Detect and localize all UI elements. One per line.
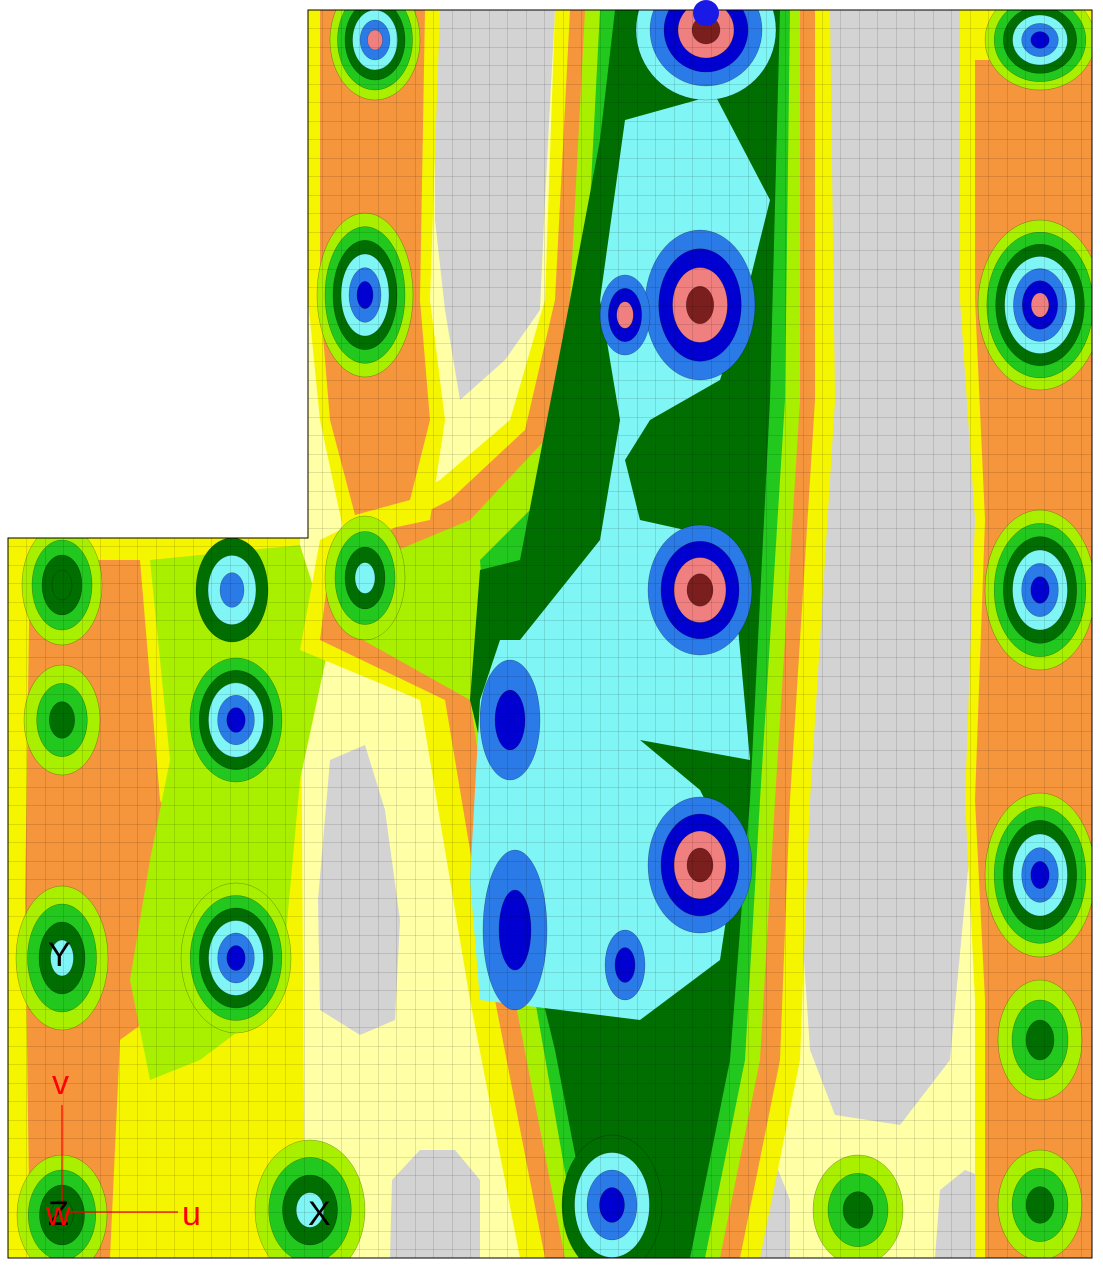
global-x-axis-label: X xyxy=(308,1195,331,1233)
local-u-axis-label: u xyxy=(182,1195,201,1233)
global-z-axis-label: Z xyxy=(48,1195,69,1233)
support-marker xyxy=(693,0,719,26)
global-y-axis-label: Y xyxy=(48,936,71,974)
plate-outline xyxy=(7,9,1093,1259)
local-v-axis-label: v xyxy=(52,1064,69,1102)
local-w-axis-label: w xyxy=(45,1195,71,1233)
